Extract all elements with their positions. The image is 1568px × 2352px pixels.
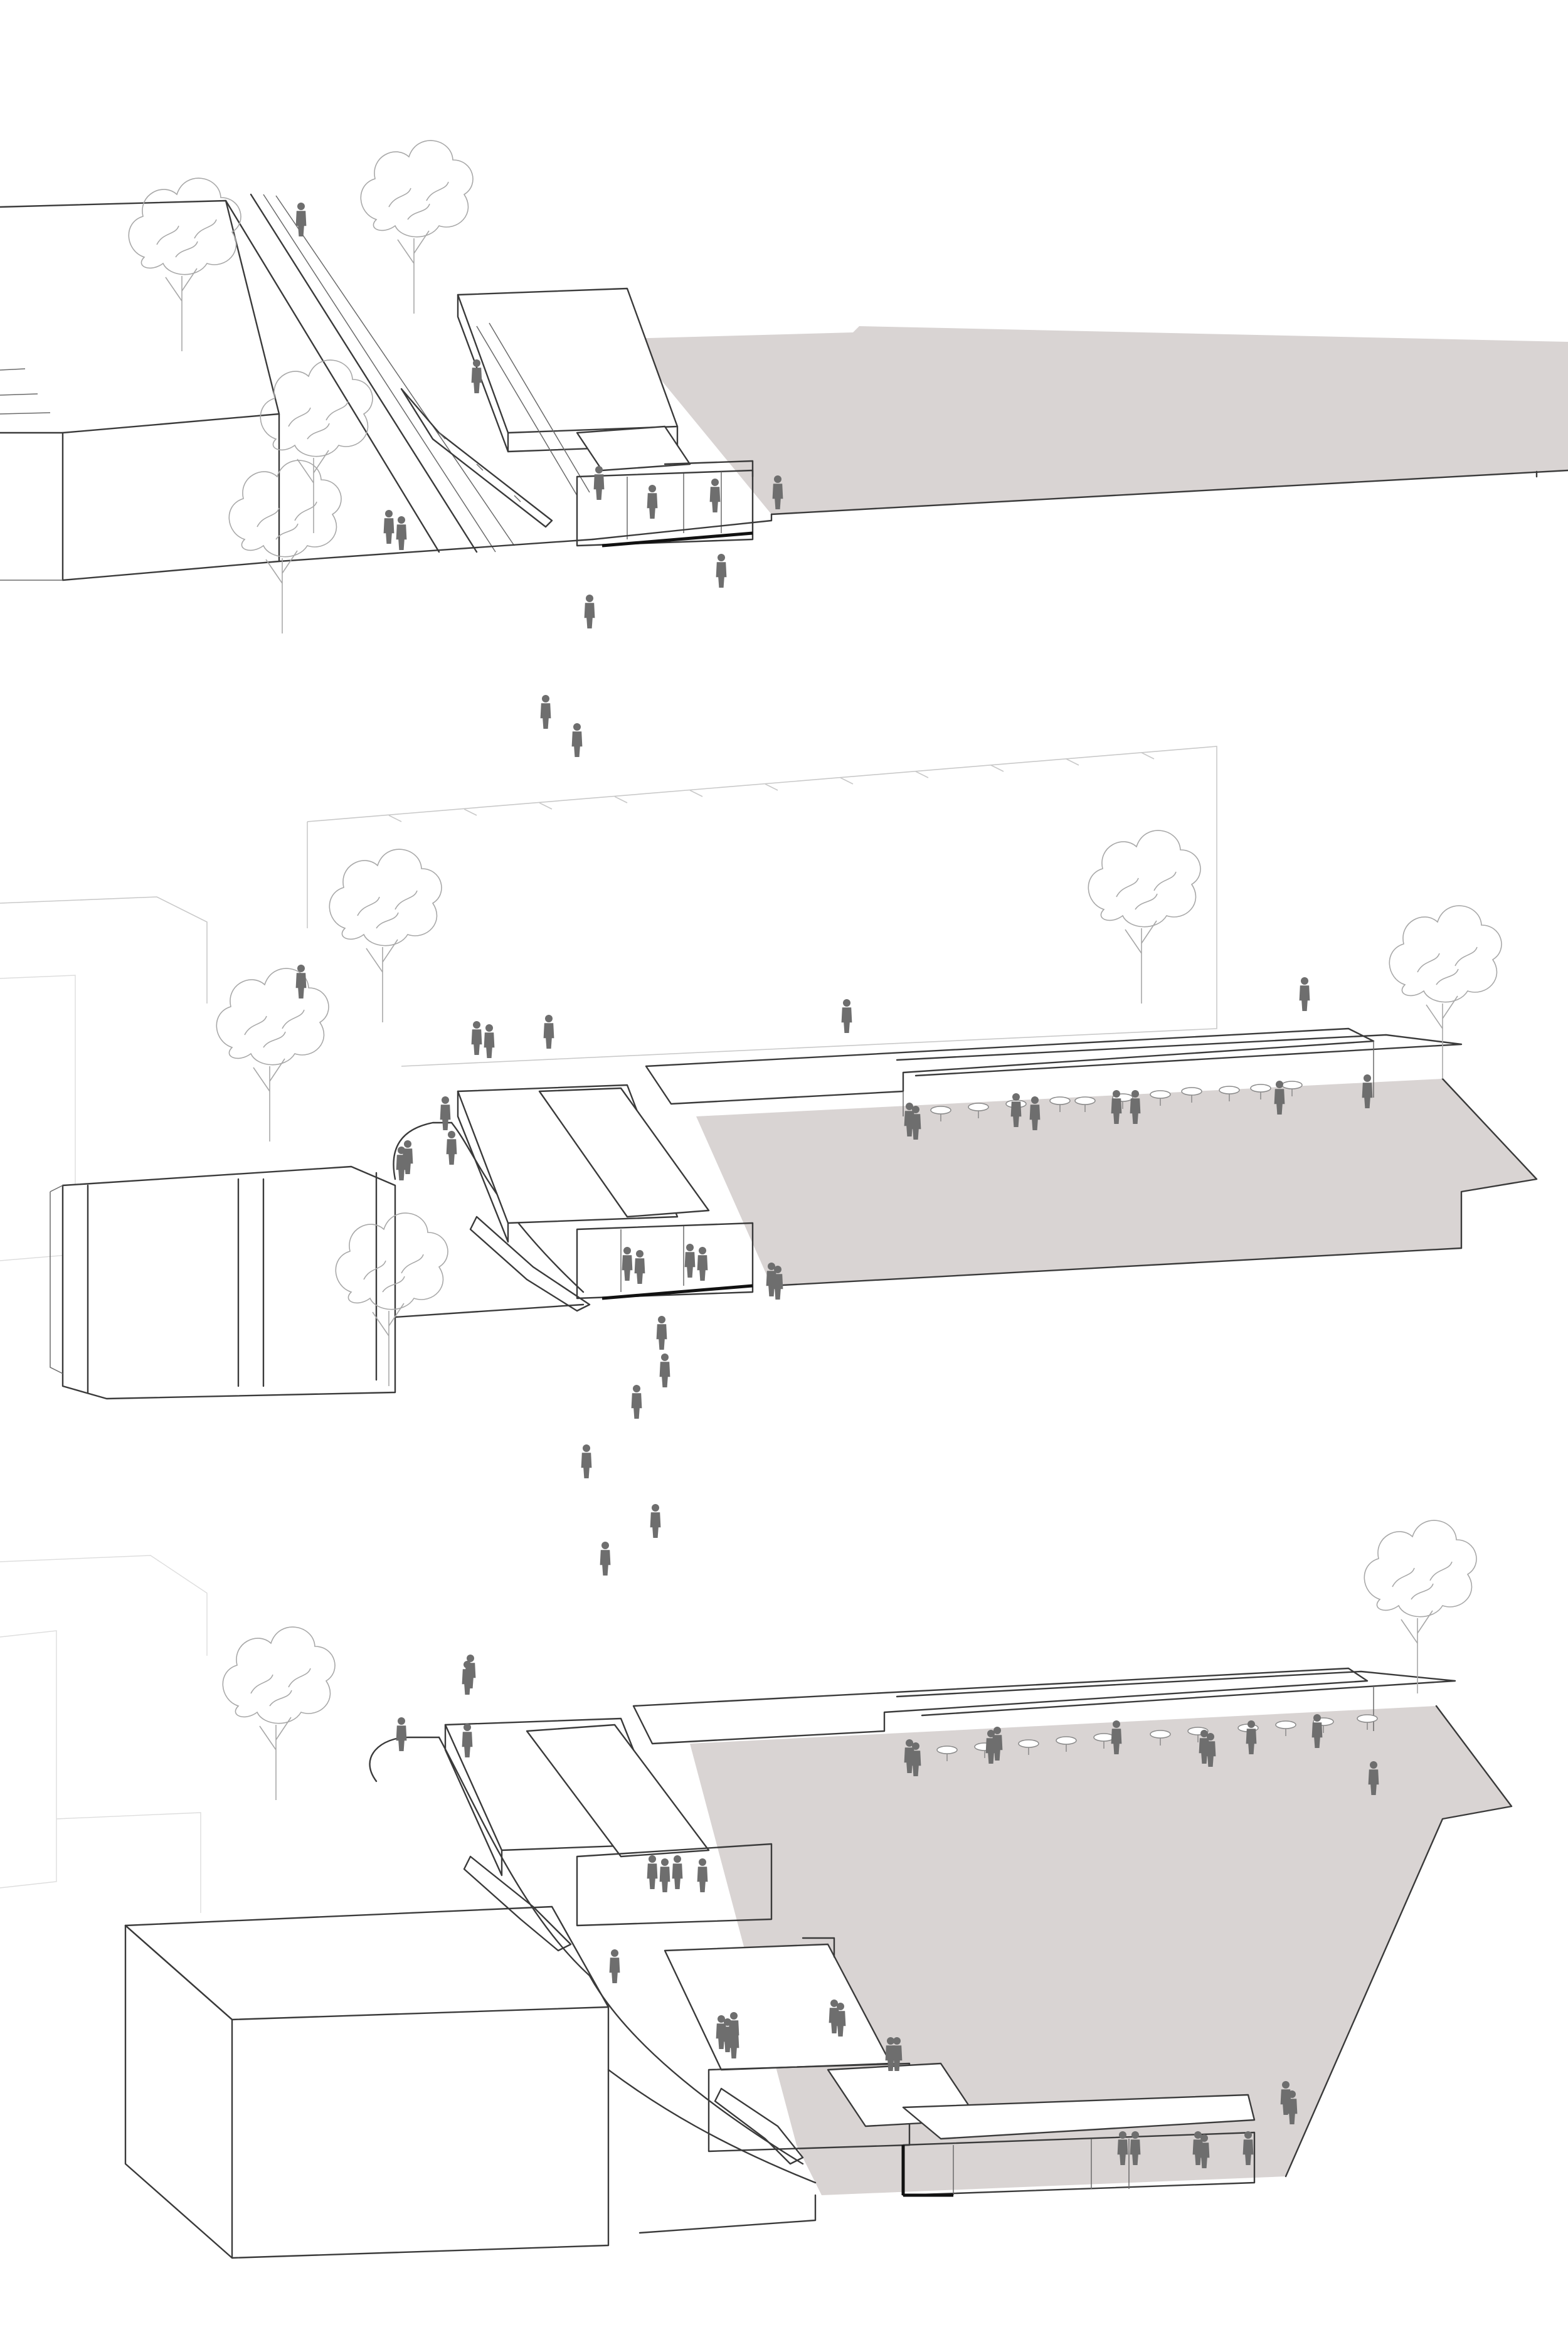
person-icon [1299,977,1310,1011]
stage-3-canopy [632,1667,1456,1745]
person-icon [571,723,583,757]
stage-2-canopy [645,1027,1463,1116]
tree-icon [360,140,474,314]
person-icon [659,1858,670,1892]
person-icon [540,695,551,729]
stage-2-left-building [61,1165,396,1400]
tree-icon [329,849,442,1023]
person-icon [650,1504,661,1538]
stage-2-plaza [696,1079,1537,1286]
tree-icon [1088,830,1201,1004]
stage-2-pavilion [457,1084,754,1300]
person-icon [672,1855,683,1889]
tree-icon [222,1626,336,1801]
person-icon [484,1024,495,1058]
person-icon [295,965,307,999]
person-icon [659,1353,670,1387]
person-icon [600,1542,611,1576]
stage-1-axonometric [0,140,1568,757]
person-icon [697,1858,708,1892]
person-icon [709,479,721,512]
tree-icon [128,177,241,352]
stage-1-pavilion [457,287,754,547]
person-icon [647,485,658,519]
person-icon [841,999,852,1033]
person-icon [716,554,727,588]
stage-3-big-building [124,1905,610,2259]
person-icon [295,203,307,236]
person-icon [634,1250,645,1284]
stage-2-tram [469,1216,591,1312]
stage-2-axonometric [0,746,1538,1576]
tree-icon [216,968,329,1142]
stage-1-plaza [627,326,1568,514]
person-icon [697,1247,708,1281]
stage-1-left-building [61,413,280,581]
stage-3-tram-2 [714,2087,804,2165]
person-icon [396,1717,407,1751]
person-icon [684,1244,696,1278]
person-icon [440,1096,451,1130]
person-icon [647,1855,658,1889]
tree-icon [1364,1520,1477,1694]
person-icon [584,595,595,628]
person-icon [609,1949,620,1983]
stage-1-tram [400,388,553,528]
person-icon [471,359,482,393]
stage-3-axonometric [0,1520,1513,2259]
stage-1-people [295,203,783,757]
person-icon [581,1444,592,1478]
tree-icon [1389,905,1502,1079]
person-icon [396,516,407,550]
person-icon [622,1247,633,1281]
person-icon [383,510,395,544]
stage-3-tram-1 [463,1855,572,1952]
person-icon [543,1015,554,1049]
person-icon [656,1316,667,1350]
person-icon [446,1131,457,1165]
person-icon [631,1385,642,1419]
person-icon [471,1021,482,1055]
